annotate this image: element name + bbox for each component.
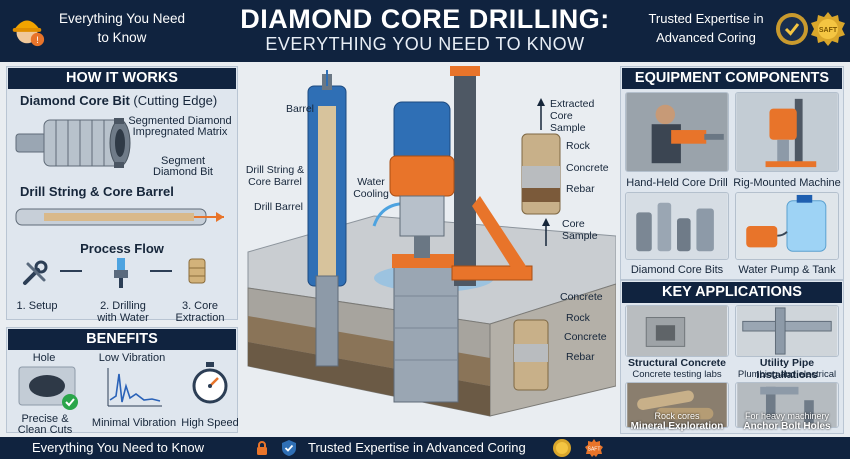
shield-check-icon: [282, 440, 296, 456]
safety-seal-icon: SAFT: [811, 12, 845, 46]
equipment-pump-label: Water Pump & Tank: [738, 264, 836, 276]
equipment-rig-label: Rig-Mounted Machine: [733, 177, 841, 189]
applications-heading: KEY APPLICATIONS: [622, 282, 842, 303]
label-rebar: Rebar: [566, 183, 595, 195]
core-bits-image: [625, 192, 729, 260]
process-step-drilling: 2. Drilling with Water: [97, 300, 149, 324]
svg-text:!: !: [36, 36, 39, 46]
drill-string-title: Drill String & Core Barrel: [20, 184, 174, 199]
anchor-bolt-image: [735, 382, 839, 428]
footer-left-text: Everything You Need to Know: [32, 440, 205, 455]
app-utility-title: Utility Pipe Installations: [756, 357, 818, 381]
footer-center-text: Trusted Expertise in Advanced Coring: [308, 440, 526, 455]
app-anchor-sub: For heavy machinery: [744, 411, 830, 421]
safety-seal-text: SAFT: [819, 27, 838, 34]
header-tagline-left: Everything You Need to Know: [58, 11, 186, 45]
page-title: DIAMOND CORE DRILLING:: [240, 4, 610, 34]
benefit-vibration-label: Minimal Vibration: [91, 417, 177, 429]
app-structural-sub: Concrete testing labs: [632, 369, 722, 380]
lock-icon: [257, 441, 267, 455]
label-extracted-core: Extracted Core Sample: [550, 98, 595, 134]
header-tagline-right: Trusted Expertise in Advanced Coring: [648, 11, 764, 45]
label-drill-barrel: Drill Barrel: [254, 201, 304, 213]
core-sample-icon: [188, 258, 206, 284]
app-anchor-caption: Anchor Bolt Holes: [743, 421, 831, 432]
label-barrel: Barrel: [286, 103, 315, 115]
bit-label-segmented: Segmented Diamond Impregnated Matrix: [128, 115, 232, 138]
mineral-exploration-image: [625, 382, 729, 428]
benefits-heading: BENEFITS: [8, 329, 236, 350]
label-core-sample: Core Sample: [562, 218, 598, 242]
app-mineral-caption: Mineral Exploration: [630, 421, 724, 432]
drilling-water-icon: [114, 258, 128, 288]
drill-string-illustration: [15, 208, 224, 226]
equipment-bits-label: Diamond Core Bits: [630, 264, 724, 276]
core-bit-title: Diamond Core Bit (Cutting Edge): [20, 93, 217, 108]
label-rock: Rock: [566, 140, 590, 152]
process-flow-title: Process Flow: [80, 241, 164, 256]
hand-held-drill-image: [625, 92, 729, 172]
structural-concrete-image: [625, 305, 729, 357]
label-rock-2: Rock: [566, 312, 590, 324]
rig-mounted-image: [735, 92, 839, 172]
utility-pipes-image: [735, 305, 839, 357]
how-it-works-heading: HOW IT WORKS: [8, 68, 236, 89]
water-pump-image: [735, 192, 839, 260]
footer-seal-text: SAFT: [588, 447, 601, 453]
equipment-hand-held-label: Hand-Held Core Drill: [626, 177, 728, 189]
precise-hole-icon: [18, 366, 78, 410]
app-utility-sub: Plumbing and electrical: [737, 369, 837, 380]
benefit-speed-label: High Speed: [181, 417, 239, 429]
stopwatch-icon: [192, 362, 228, 404]
check-shield-badge-icon: [776, 13, 808, 45]
process-step-extraction: 3. Core Extraction: [175, 300, 225, 324]
wrench-icon: [23, 260, 48, 285]
benefit-vibration-top: Low Vibration: [98, 352, 166, 364]
label-concrete-2: Concrete: [560, 291, 603, 303]
shield-badge-icon: [553, 439, 571, 457]
label-concrete-3: Concrete: [564, 331, 607, 343]
benefit-precise-label: Precise & Clean Cuts: [17, 413, 73, 436]
worker-helmet-icon: !: [12, 20, 45, 47]
vibration-graph-icon: [107, 368, 162, 407]
process-arrow-2: [150, 270, 172, 272]
core-drilling-illustration: [247, 66, 616, 417]
label-rebar-2: Rebar: [566, 351, 595, 363]
diamond-core-bit-illustration: [15, 118, 131, 168]
process-step-setup: 1. Setup: [16, 300, 58, 312]
label-concrete: Concrete: [566, 162, 609, 174]
equipment-heading: EQUIPMENT COMPONENTS: [622, 68, 842, 89]
bit-label-segment: Segment Diamond Bit: [153, 155, 213, 178]
header-bar: ! Everything You Need to Know DIAMOND CO…: [0, 0, 850, 62]
core-bit-title-suffix: (Cutting Edge): [133, 93, 218, 108]
footer-bar: Everything You Need to Know Trusted Expe…: [0, 437, 850, 459]
footer-seal-icon: SAFT: [585, 439, 603, 457]
process-arrow-1: [60, 270, 82, 272]
label-drill-string: Drill String & Core Barrel: [245, 164, 305, 188]
app-mineral-sub: Rock cores: [654, 411, 700, 421]
app-structural-title: Structural Concrete: [627, 357, 727, 369]
core-bit-title-text: Diamond Core Bit: [20, 93, 130, 108]
page-subtitle: EVERYTHING YOU NEED TO KNOW: [265, 34, 585, 54]
label-water-cooling: Water Cooling: [353, 176, 389, 200]
benefit-hole-label: Hole: [32, 352, 56, 364]
